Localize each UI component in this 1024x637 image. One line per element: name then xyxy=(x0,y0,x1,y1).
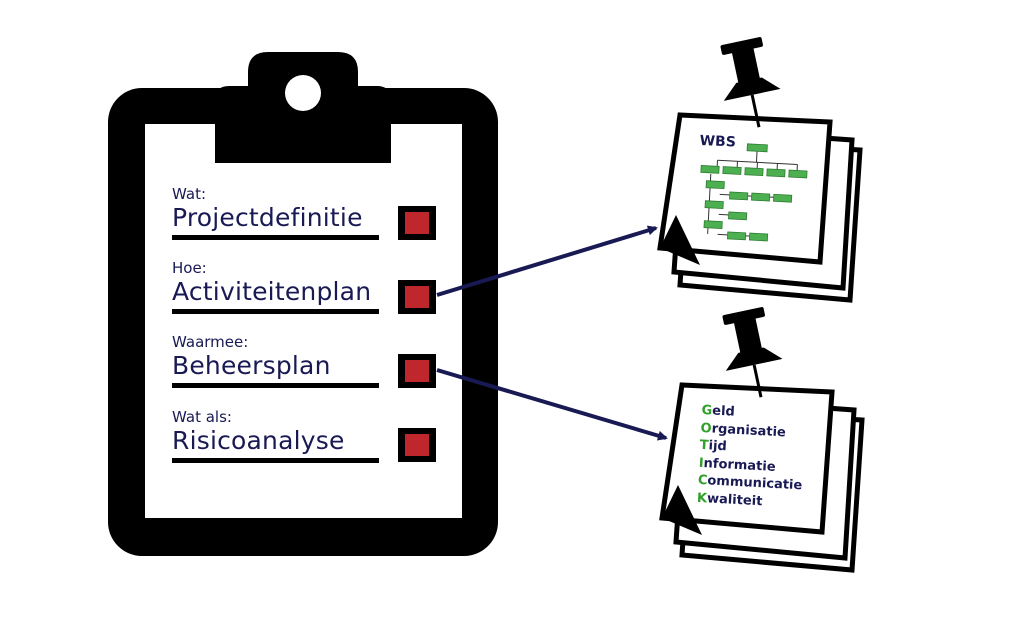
item-question: Wat: xyxy=(172,185,206,203)
pushpin-icon xyxy=(720,37,781,128)
checkbox-icon xyxy=(398,280,436,314)
underline-3 xyxy=(172,383,379,388)
wbs-note xyxy=(657,37,863,303)
underline-4 xyxy=(172,458,379,463)
item-answer: Risicoanalyse xyxy=(172,426,345,455)
underline-1 xyxy=(172,235,379,240)
checkbox-icon xyxy=(398,206,436,240)
gotik-list: Geld Organisatie Tijd Informatie Communi… xyxy=(697,402,832,514)
item-question: Hoe: xyxy=(172,259,207,277)
checkbox-icon xyxy=(398,354,436,388)
arrow-to-wbs xyxy=(436,225,658,297)
item-answer: Projectdefinitie xyxy=(172,203,363,232)
arrow-to-gotik xyxy=(436,368,668,441)
item-question: Waarmee: xyxy=(172,333,249,351)
wbs-title: WBS xyxy=(699,133,737,151)
item-answer: Beheersplan xyxy=(172,351,331,380)
pushpin-icon xyxy=(722,307,783,398)
item-answer: Activiteitenplan xyxy=(172,277,372,306)
gotik-note xyxy=(659,307,865,573)
item-question: Wat als: xyxy=(172,408,232,426)
underline-2 xyxy=(172,309,379,314)
checkbox-icon xyxy=(398,428,436,462)
